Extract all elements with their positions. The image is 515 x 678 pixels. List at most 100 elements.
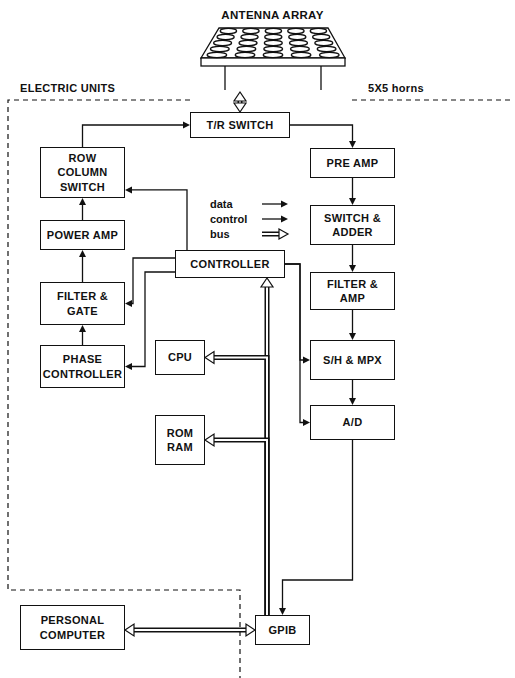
bus-arrowhead	[205, 434, 214, 446]
arrowhead	[349, 398, 356, 405]
bus-line	[214, 440, 267, 615]
horn-aperture	[310, 28, 326, 33]
arrowhead	[79, 325, 86, 332]
personal-computer: PERSONAL COMPUTER	[20, 605, 125, 650]
box-label: PRE AMP	[327, 156, 379, 170]
bus-sample	[262, 233, 281, 235]
arrowhead	[79, 250, 86, 257]
arrow-sample-head	[281, 215, 288, 222]
horn-aperture	[235, 52, 255, 57]
box-label: FILTER & GATE	[46, 289, 119, 318]
arrowhead	[125, 300, 132, 307]
arrowhead	[79, 198, 86, 205]
bus-arrowhead	[246, 624, 255, 636]
legend-text: data	[210, 198, 260, 210]
signal-connector	[79, 325, 86, 345]
arrow-sample-head	[281, 200, 288, 207]
legend-row: data	[210, 196, 290, 211]
box-label: PERSONAL COMPUTER	[26, 613, 119, 642]
arrowhead	[183, 122, 190, 129]
arrowhead	[125, 186, 132, 193]
arrowhead	[279, 608, 286, 615]
antenna-array: ANTENNA ARRAY	[195, 8, 350, 92]
bus-arrowhead	[234, 92, 246, 101]
array-size-label: 5X5 horns	[368, 82, 424, 94]
filter-amp: FILTER & AMP	[310, 272, 395, 310]
array-front-face	[201, 58, 345, 66]
signal-line	[83, 125, 184, 147]
signal-line	[283, 440, 353, 608]
signal-line	[352, 310, 353, 333]
legend-text: control	[210, 213, 260, 225]
legend-text: bus	[210, 228, 260, 240]
horn-aperture	[291, 52, 311, 57]
signal-connector	[279, 440, 353, 615]
legend-sample	[260, 213, 290, 225]
box-label: CPU	[168, 350, 192, 364]
horn-aperture	[263, 52, 283, 57]
signal-line	[82, 332, 83, 345]
legend-row: bus	[210, 226, 290, 241]
box-label: GPIB	[268, 623, 296, 637]
box-label: S/H & MPX	[323, 353, 382, 367]
sh-mpx: S/H & MPX	[310, 340, 395, 380]
signal-line	[352, 178, 353, 198]
horn-aperture	[265, 34, 282, 39]
phase-controller: PHASE CONTROLLER	[40, 345, 125, 388]
horn-aperture	[313, 34, 330, 39]
horn-aperture	[264, 46, 283, 51]
signal-connector	[125, 258, 175, 307]
signal-line	[132, 258, 175, 304]
horn-aperture	[315, 40, 333, 45]
filter-gate: FILTER & GATE	[40, 282, 125, 325]
signal-connector	[349, 380, 356, 405]
signal-connector	[290, 125, 356, 148]
signal-line	[82, 257, 83, 282]
box-label: A/D	[343, 415, 363, 429]
bus-line	[214, 358, 267, 616]
bus-arrowhead	[125, 624, 134, 636]
horn-aperture	[265, 28, 281, 33]
signal-connector	[349, 178, 356, 205]
gpib: GPIB	[255, 615, 310, 645]
bus-line	[214, 358, 267, 616]
horn-aperture	[210, 46, 229, 51]
array-top-face	[201, 28, 345, 58]
signal-connector	[349, 245, 356, 272]
horn-aperture	[317, 46, 336, 51]
signal-line	[352, 245, 353, 265]
cpu: CPU	[155, 340, 205, 375]
bus-arrowhead	[205, 352, 214, 364]
bus-connector	[205, 352, 267, 616]
box-label: ROW COLUMN SWITCH	[46, 151, 119, 194]
bus-arrowhead	[234, 103, 246, 112]
bus-line	[214, 440, 267, 615]
box-label: CONTROLLER	[190, 257, 269, 271]
signal-line	[132, 190, 187, 250]
horn-aperture	[320, 52, 340, 57]
horn-aperture	[217, 34, 234, 39]
horn-aperture	[207, 52, 227, 57]
bus-line	[134, 629, 246, 631]
signal-line	[290, 125, 353, 141]
controller: CONTROLLER	[175, 250, 285, 278]
arrowhead	[303, 419, 310, 426]
signal-line	[285, 264, 303, 423]
box-label: T/R SWITCH	[206, 118, 273, 132]
bus-sample-head	[279, 229, 288, 239]
box-label: POWER AMP	[47, 228, 118, 242]
arrow-sample	[262, 203, 281, 204]
switch-adder: SWITCH & ADDER	[310, 205, 395, 245]
arrowhead	[349, 333, 356, 340]
bus-connector	[205, 434, 267, 615]
signal-connector	[83, 122, 191, 148]
rom-ram: ROM RAM	[155, 415, 205, 465]
signal-line	[82, 205, 83, 220]
horn-aperture	[241, 34, 258, 39]
signal-connector	[285, 264, 310, 364]
legend-sample	[260, 198, 290, 210]
box-label: FILTER & AMP	[316, 277, 389, 306]
legend-row: control	[210, 211, 290, 226]
horn-aperture	[264, 40, 282, 45]
